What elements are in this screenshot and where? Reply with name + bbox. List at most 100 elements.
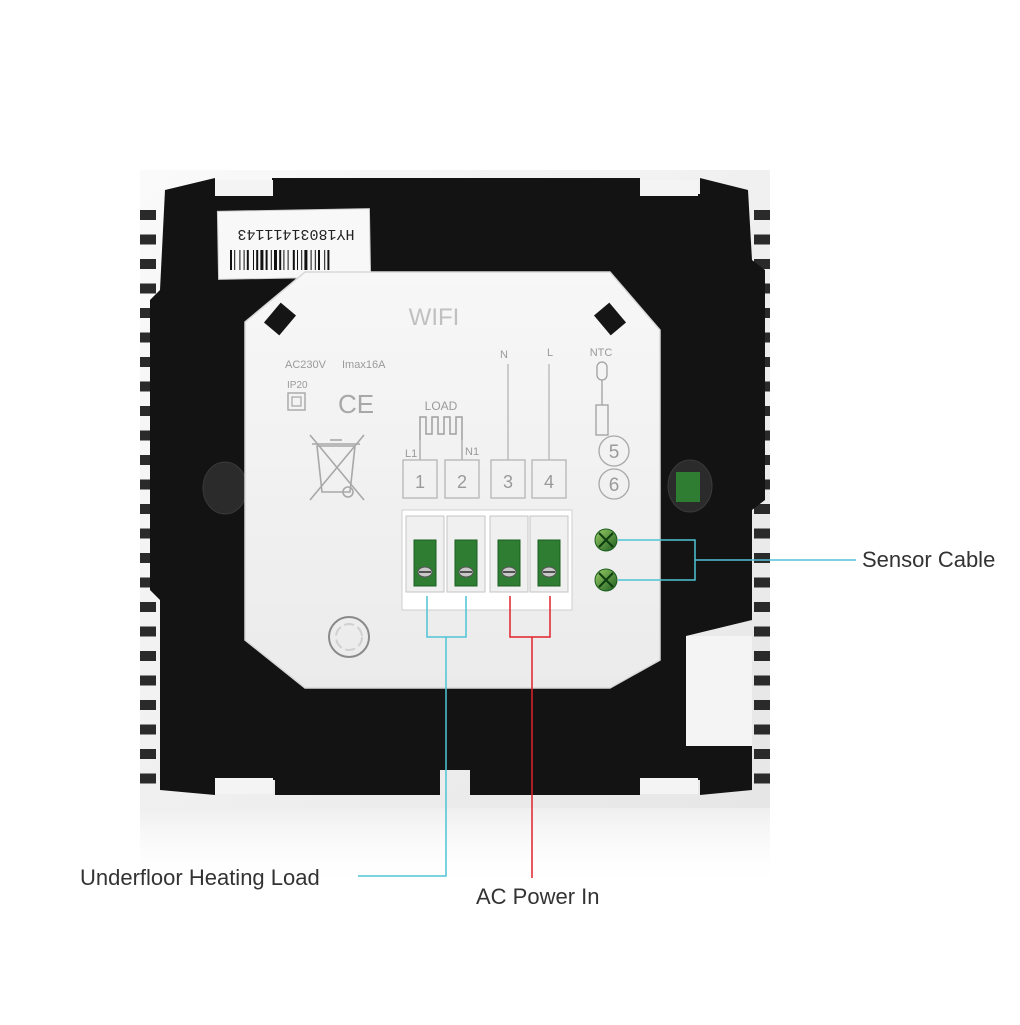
module-slot (593, 302, 627, 336)
barcode-bar (324, 250, 326, 270)
power-callout-lines (509, 596, 551, 878)
barcode-bar (260, 250, 264, 270)
vent-slot (754, 210, 770, 220)
barcode-bar (246, 250, 249, 270)
vent-slot (754, 626, 770, 637)
terminal-number-box (444, 459, 480, 499)
panel-notch (640, 180, 698, 196)
vent-slot (754, 259, 770, 269)
double-insulation-icon (287, 392, 306, 411)
vent-slot (140, 553, 156, 563)
live-label: L (547, 347, 553, 359)
n1-label: N1 (465, 446, 479, 458)
vent-slot (140, 308, 156, 318)
terminal-clamp (537, 539, 561, 587)
vent-slot (140, 749, 156, 759)
vent-slot (140, 773, 156, 784)
reset-button-ring (328, 616, 370, 658)
terminal-number-box (531, 459, 567, 499)
barcode-bar (239, 250, 241, 270)
current-rating: Imax16A (342, 359, 386, 371)
sensor-number-circle (598, 435, 630, 467)
terminal-clamp (454, 539, 478, 587)
ntc-label: NTC (590, 347, 613, 359)
sensor-screw-terminals (594, 528, 618, 592)
barcode-bar (318, 250, 320, 270)
terminal-number: 3 (503, 472, 513, 492)
sensor-number-circle (598, 468, 630, 500)
vent-slot (140, 700, 156, 710)
terminal-number: 4 (544, 472, 554, 492)
vent-slot (754, 700, 770, 710)
barcode-bar (265, 250, 268, 270)
terminal-number-box (402, 459, 438, 499)
load-leader-line (358, 637, 447, 877)
reset-button-inner (335, 623, 363, 651)
neutral-label: N (500, 349, 508, 361)
terminal-number-boxes: 1 2 3 4 (402, 459, 567, 499)
mounting-hole-left (202, 461, 248, 515)
ntc-resistor-icon (595, 404, 609, 436)
vent-slot (754, 749, 770, 759)
vent-slot (140, 259, 156, 269)
barcode-bar (230, 250, 232, 270)
barcode-bar (301, 250, 303, 270)
screw-terminals (405, 515, 569, 593)
vent-slot (140, 430, 156, 441)
serial-number: HY18031411143 (237, 225, 354, 242)
vent-slot (140, 577, 156, 588)
case-reflection (140, 808, 770, 888)
sensor-screw-6-slot (598, 572, 614, 588)
barcode-bar (270, 250, 272, 270)
barcode-bar (234, 250, 236, 270)
barcode-bar (283, 250, 285, 270)
vent-slot (754, 651, 770, 661)
barcode-bar (292, 250, 295, 270)
sensor-cable-label: Sensor Cable (862, 547, 996, 572)
vent-slot (140, 602, 156, 612)
right-pcb-glimpse (676, 472, 700, 502)
l1-label: L1 (405, 448, 417, 460)
barcode-bar (287, 250, 289, 270)
vent-slot (140, 234, 156, 245)
vent-slot (140, 283, 156, 294)
sensor-number: 6 (609, 475, 620, 496)
vent-slots-left (140, 210, 156, 784)
barcode-bar (327, 250, 330, 270)
vent-slot (754, 528, 770, 539)
vent-slot (754, 602, 770, 612)
vent-slot (140, 504, 156, 514)
ce-mark: CE (338, 389, 374, 419)
vent-slot (754, 553, 770, 563)
barcode-bar (279, 250, 282, 270)
panel-notch (215, 180, 273, 196)
vent-slot (140, 651, 156, 661)
vent-slot (754, 724, 770, 735)
white-module (244, 271, 661, 689)
underfloor-heating-load-label: Underfloor Heating Load (80, 865, 320, 890)
terminal-clamp (413, 539, 437, 587)
terminal-number: 2 (457, 472, 467, 492)
barcode-bar (274, 250, 277, 270)
vent-slot (140, 675, 156, 686)
vent-slot (140, 210, 156, 220)
vent-slot (140, 381, 156, 392)
terminal-number: 1 (415, 472, 425, 492)
vent-slot (140, 626, 156, 637)
voltage-rating: AC230V (285, 359, 327, 371)
barcode-bar (314, 250, 316, 270)
vent-slot (754, 234, 770, 245)
vent-slot (140, 406, 156, 416)
ip-rating: IP20 (287, 380, 308, 391)
wifi-label: WIFI (409, 304, 460, 331)
barcode-bar (297, 250, 298, 270)
panel-notch (215, 778, 273, 794)
vent-slot (754, 577, 770, 588)
vent-slot (754, 675, 770, 686)
load-callout-lines (358, 596, 467, 877)
vent-slot (140, 724, 156, 735)
barcode-bar (310, 250, 312, 270)
ac-power-in-label: AC Power In (476, 884, 600, 909)
